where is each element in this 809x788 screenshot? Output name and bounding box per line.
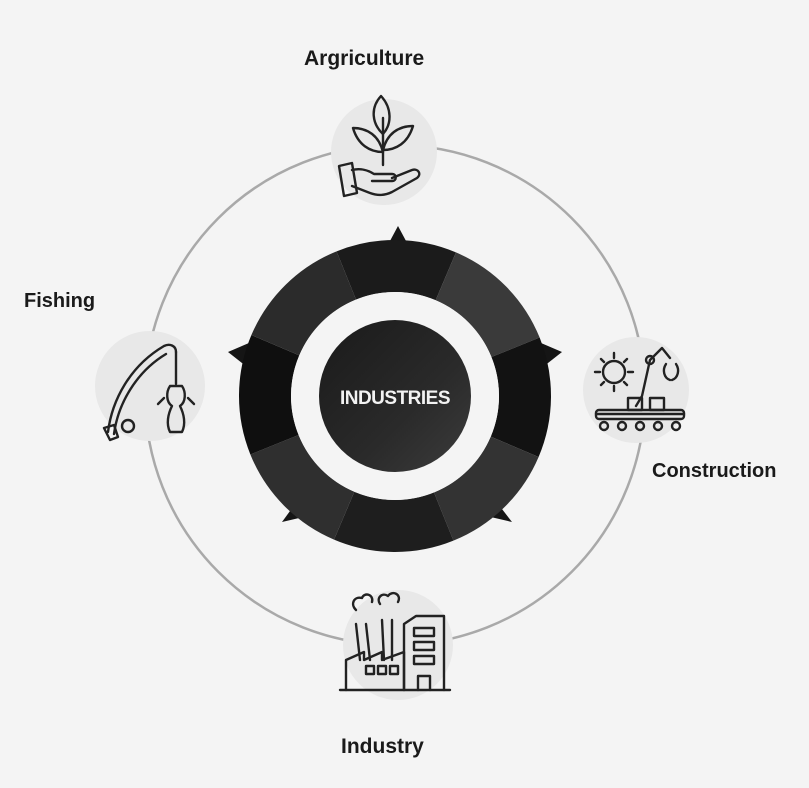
- gear-segment: [433, 436, 539, 541]
- gear-segment: [336, 239, 456, 301]
- agriculture-node[interactable]: [331, 94, 437, 205]
- construction-label: Construction: [652, 460, 777, 482]
- gear-segment: [251, 251, 357, 356]
- industry-label: Industry: [341, 735, 424, 758]
- gear-ring: [239, 239, 551, 552]
- fishing-label: Fishing: [24, 290, 96, 312]
- gear-segment: [334, 491, 454, 552]
- center-label: INDUSTRIES: [340, 388, 450, 409]
- gear-segment: [435, 252, 540, 358]
- fishing-node[interactable]: [95, 331, 205, 442]
- construction-node[interactable]: [583, 337, 689, 443]
- robotic-arm-conveyor-icon: [593, 346, 686, 432]
- agriculture-label: Argriculture: [304, 47, 425, 70]
- plant-hand-icon: [337, 94, 421, 198]
- factory-icon: [338, 591, 452, 692]
- fishing-rod-icon: [102, 343, 196, 442]
- gear-segment: [250, 434, 355, 540]
- industry-node[interactable]: [338, 590, 453, 700]
- center-core: [319, 320, 471, 472]
- gear-segment: [490, 337, 551, 457]
- gear-segment: [239, 335, 300, 455]
